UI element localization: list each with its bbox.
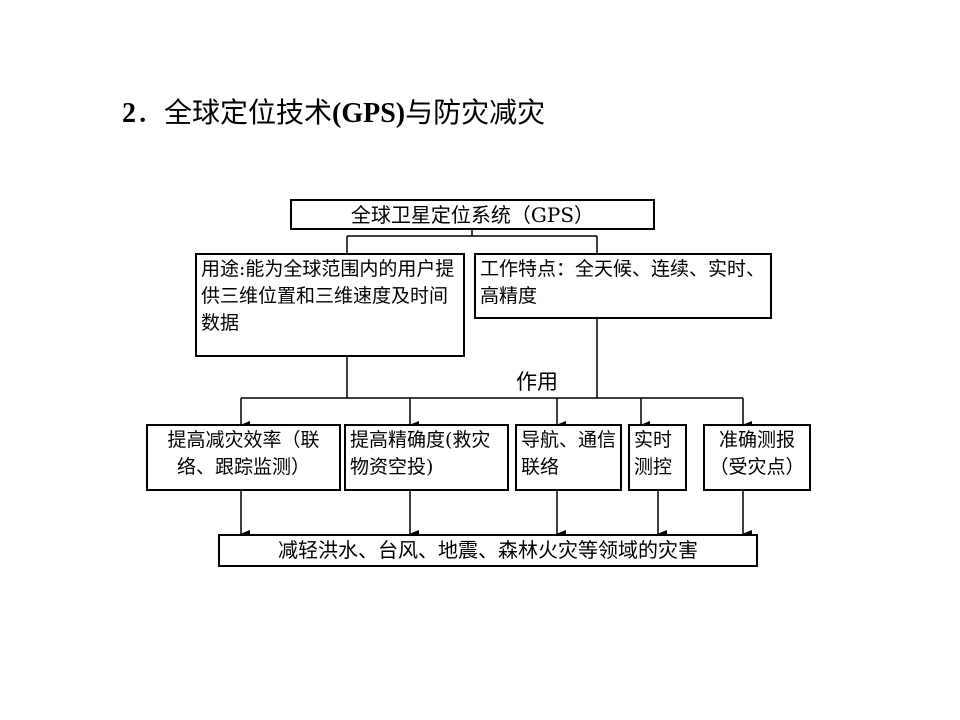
title-text-a: 全球定位技术 [164,96,333,129]
effect-box-2: 提高精确度(救灾物资空投) [344,424,509,491]
slide-title: 2．全球定位技术(GPS)与防灾减灾 [122,93,545,134]
role-label: 作用 [516,370,558,394]
title-separator: ． [136,96,165,129]
title-text-b: 与防灾减灾 [405,96,546,129]
effect-box-4: 实时测控 [628,424,687,491]
effect-box-1: 提高减灾效率（联络、跟踪监测） [146,424,341,491]
effect-box-5: 准确测报（受灾点） [703,424,811,491]
feature-box: 工作特点：全天候、连续、实时、高精度 [474,253,772,319]
effect-box-3: 导航、通信联络 [515,424,622,491]
mitigation-box: 减轻洪水、台风、地震、森林火灾等领域的灾害 [218,534,758,567]
title-abbr: (GPS) [332,98,406,129]
title-number: 2 [122,98,136,129]
gps-system-box: 全球卫星定位系统（GPS） [290,199,655,230]
use-box: 用途:能为全球范围内的用户提供三维位置和三维速度及时间数据 [195,253,465,357]
